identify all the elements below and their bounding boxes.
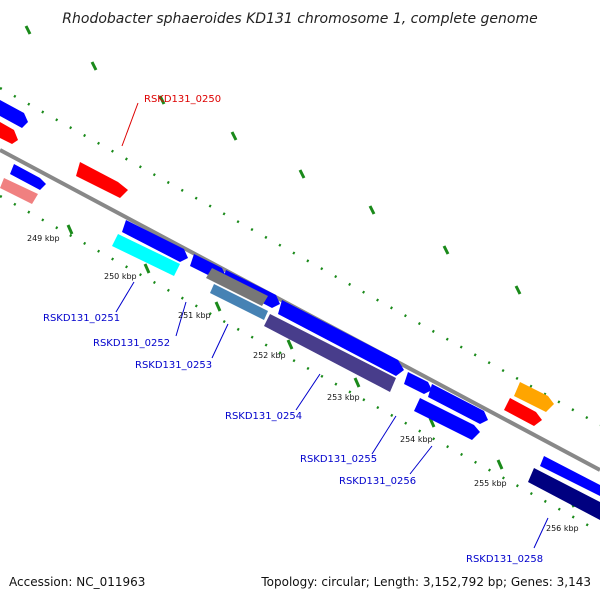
cds-rskd131-0256[interactable]	[414, 398, 480, 440]
leader-rskd131-0254	[295, 373, 321, 411]
tick-label: 253 kbp	[327, 393, 360, 402]
accession-text: Accession: NC_011963	[9, 575, 145, 589]
cds-forward-feature[interactable]	[122, 220, 188, 262]
tick-mark	[143, 263, 151, 274]
tick-marks	[24, 25, 576, 508]
leader-rskd131-0252	[175, 301, 187, 337]
tick-label: 249 kbp	[27, 234, 60, 243]
cds-rskd131-0258[interactable]	[528, 468, 600, 520]
tick-label: 252 kbp	[253, 351, 286, 360]
cds-rskd131-0252[interactable]	[206, 268, 268, 306]
cds-rskd131-0254[interactable]	[264, 314, 396, 392]
cds-rskd131-0255[interactable]	[428, 384, 488, 424]
tick-label: 251 kbp	[178, 311, 211, 320]
leader-rskd131-0256	[409, 445, 433, 475]
cds-forward-feature[interactable]	[404, 372, 432, 394]
label-leaders	[115, 102, 549, 549]
cds-forward-feature[interactable]	[10, 164, 46, 190]
gene-label-rskd131-0258[interactable]: RSKD131_0258	[466, 554, 543, 565]
tick-label: 256 kbp	[546, 524, 579, 533]
cds-orange-feature[interactable]	[514, 382, 554, 412]
tick-mark	[286, 339, 294, 350]
tick-mark	[214, 301, 222, 312]
gene-label-rskd131-0250[interactable]: RSKD131_0250	[144, 94, 221, 105]
tick-mark	[353, 377, 361, 388]
tick-mark	[90, 61, 98, 71]
cds-rskd131-0253[interactable]	[210, 284, 268, 320]
outer-dotted-track	[0, 86, 600, 427]
gene-label-rskd131-0255[interactable]: RSKD131_0255	[300, 454, 377, 465]
cds-forward-feature[interactable]	[0, 100, 28, 128]
tick-mark	[66, 224, 74, 235]
leader-rskd131-0253	[211, 323, 229, 359]
gene-label-rskd131-0252[interactable]: RSKD131_0252	[93, 338, 170, 349]
cds-rskd131-0251[interactable]	[112, 234, 180, 276]
leader-rskd131-0255	[371, 415, 397, 455]
map-title: Rhodobacter sphaeroides KD131 chromosome…	[62, 11, 537, 27]
cds-reverse-feature[interactable]	[0, 122, 18, 144]
cds-reverse-feature[interactable]	[504, 398, 542, 426]
tick-mark	[24, 25, 32, 35]
tick-mark	[230, 131, 238, 141]
tick-mark	[442, 245, 450, 255]
cds-forward-feature[interactable]	[540, 456, 600, 496]
cds-forward-feature[interactable]	[278, 300, 404, 376]
tick-mark	[368, 205, 376, 215]
leader-rskd131-0258	[533, 517, 549, 549]
gene-label-rskd131-0251[interactable]: RSKD131_0251	[43, 313, 120, 324]
cds-pink-feature[interactable]	[0, 178, 38, 204]
tick-label: 254 kbp	[400, 435, 433, 444]
tick-labels: 249 kbp 250 kbp 251 kbp 252 kbp 253 kbp …	[27, 234, 579, 533]
tick-mark	[514, 285, 522, 295]
cds-features	[0, 100, 600, 520]
gene-label-rskd131-0253[interactable]: RSKD131_0253	[135, 360, 212, 371]
gene-label-rskd131-0256[interactable]: RSKD131_0256	[339, 476, 416, 487]
gene-label-rskd131-0254[interactable]: RSKD131_0254	[225, 411, 302, 422]
tick-mark	[428, 417, 436, 428]
leader-rskd131-0250	[121, 102, 139, 147]
tick-label: 250 kbp	[104, 272, 137, 281]
inner-dotted-track	[0, 194, 600, 534]
cds-rskd131-0250[interactable]	[76, 162, 128, 198]
tick-label: 255 kbp	[474, 479, 507, 488]
tick-mark	[298, 169, 306, 179]
genome-summary-text: Topology: circular; Length: 3,152,792 bp…	[260, 575, 591, 589]
gene-labels: RSKD131_0250 RSKD131_0251 RSKD131_0252 R…	[43, 94, 543, 565]
tick-mark	[158, 95, 166, 105]
tick-mark	[496, 459, 504, 470]
leader-rskd131-0251	[115, 281, 135, 313]
